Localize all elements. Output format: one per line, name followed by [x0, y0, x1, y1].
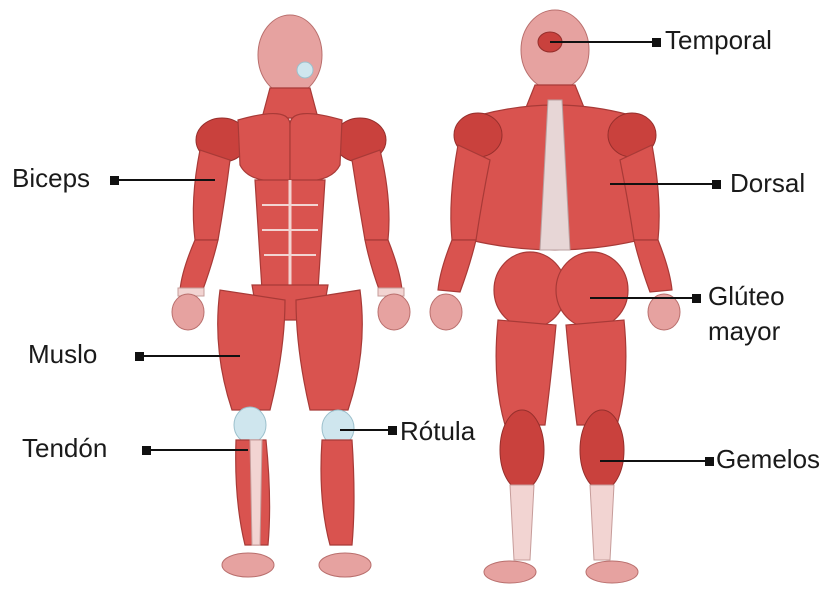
front-left-forearm — [180, 240, 218, 292]
back-left-forearm — [438, 240, 476, 292]
temporal-marker — [652, 38, 661, 47]
back-left-foot — [484, 561, 536, 583]
front-left-foot — [222, 553, 274, 577]
label-dorsal: Dorsal — [730, 168, 805, 199]
back-right-achilles — [590, 485, 614, 560]
back-figure — [430, 10, 680, 583]
back-left-thigh — [496, 320, 556, 425]
back-right-foot — [586, 561, 638, 583]
front-right-pectoral — [290, 114, 342, 181]
label-gemelos: Gemelos — [716, 444, 820, 475]
back-left-gluteus — [494, 252, 566, 328]
back-left-calf — [500, 410, 544, 490]
biceps-marker — [110, 176, 119, 185]
label-gluteo-line2: mayor — [708, 316, 780, 347]
front-left-knee — [234, 407, 266, 443]
back-right-gluteus — [556, 252, 628, 328]
label-tendon: Tendón — [22, 433, 107, 464]
back-right-forearm — [634, 240, 672, 292]
front-left-hand — [172, 294, 204, 330]
front-left-pectoral — [238, 114, 290, 181]
label-gluteo: Glúteo — [708, 281, 785, 312]
front-head — [258, 15, 322, 95]
back-left-achilles — [510, 485, 534, 560]
front-left-thigh — [218, 290, 285, 410]
front-right-upper-arm — [352, 150, 389, 240]
front-left-upper-arm — [193, 150, 230, 240]
front-figure — [172, 15, 410, 577]
back-right-hand — [648, 294, 680, 330]
tendon-marker — [142, 446, 151, 455]
back-left-hand — [430, 294, 462, 330]
label-temporal: Temporal — [665, 25, 772, 56]
label-rotula: Rótula — [400, 416, 475, 447]
front-jaw-highlight — [297, 62, 313, 78]
front-left-tendon-strip — [250, 440, 262, 545]
back-right-calf — [580, 410, 624, 490]
gluteo-marker — [692, 294, 701, 303]
muslo-marker — [135, 352, 144, 361]
front-right-thigh — [296, 290, 362, 410]
dorsal-marker — [712, 180, 721, 189]
label-muslo: Muslo — [28, 339, 97, 370]
front-right-forearm — [365, 240, 402, 292]
back-right-thigh — [566, 320, 626, 425]
gemelos-marker — [705, 457, 714, 466]
rotula-marker — [388, 426, 397, 435]
label-biceps: Biceps — [12, 163, 90, 194]
front-right-shin — [321, 440, 354, 545]
front-right-foot — [319, 553, 371, 577]
front-right-hand — [378, 294, 410, 330]
